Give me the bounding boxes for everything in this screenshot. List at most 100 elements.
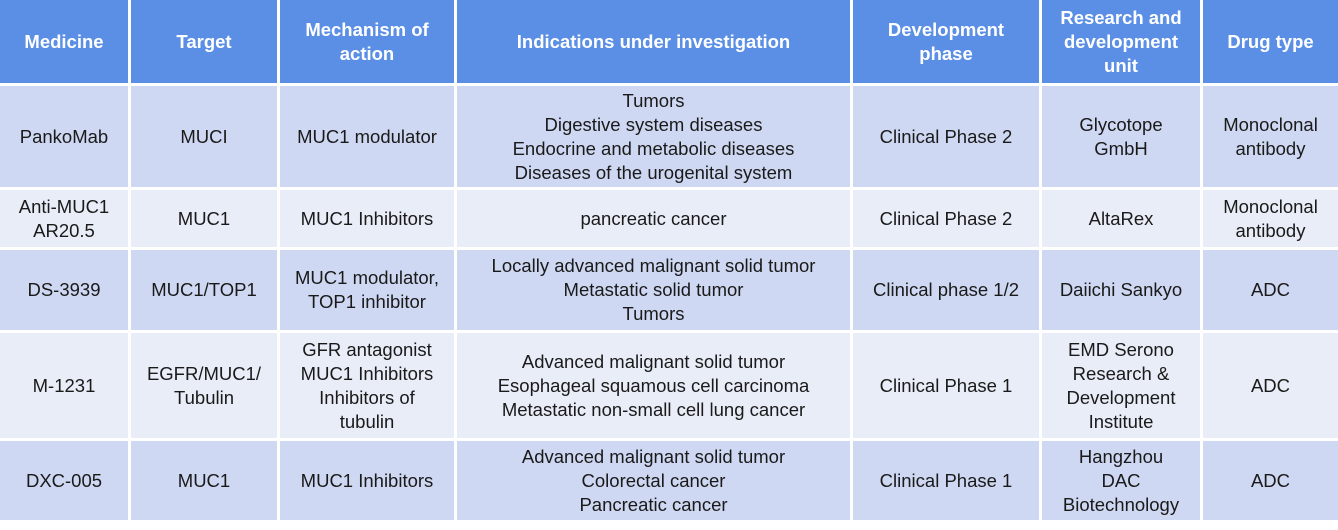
indications-text: pancreatic cancer — [580, 207, 727, 229]
indications-text: Endocrine and metabolic diseases — [512, 137, 795, 159]
target-text: EGFR/MUC1/ — [146, 362, 262, 384]
phase-cell: Clinical phase 1/2 — [853, 250, 1042, 333]
mechanism-text: tubulin — [339, 410, 395, 432]
indications-text: Metastatic non-small cell lung cancer — [501, 398, 806, 420]
table-row: DXC-005 MUC1 MUC1 Inhibitors Advanced malig… — [0, 441, 1338, 523]
unit-text: Research & — [1072, 362, 1170, 384]
unit-cell: Daiichi Sankyo — [1042, 250, 1203, 333]
mechanism-text: MUC1 modulator — [297, 125, 437, 147]
indications-text: Advanced malignant solid tumor — [521, 350, 786, 372]
mechanism-cell: MUC1 Inhibitors — [280, 441, 457, 523]
unit-text: Daiichi Sankyo — [1059, 279, 1183, 300]
target-text: MUC1/TOP1 — [151, 279, 257, 300]
type-text: ADC — [1250, 469, 1291, 491]
indications-text: Diseases of the urogenital system — [514, 161, 793, 183]
target-cell: MUC1 — [131, 190, 280, 250]
target-text: MUC1 — [177, 207, 231, 229]
unit-text: Hangzhou — [1078, 445, 1164, 467]
type-text: ADC — [1250, 374, 1291, 396]
phase-cell: Clinical Phase 2 — [853, 190, 1042, 250]
type-text: antibody — [1235, 137, 1306, 159]
mechanism-cell: MUC1 modulator,TOP1 inhibitor — [280, 250, 457, 333]
medicine-text: DXC-005 — [25, 469, 103, 491]
unit-text: Biotechnology — [1062, 493, 1180, 515]
indications-text: Digestive system diseases — [544, 113, 763, 135]
phase-text: Clinical Phase 2 — [879, 207, 1013, 229]
phase-text: Clinical Phase 2 — [879, 125, 1013, 147]
indications-text: Tumors — [622, 89, 685, 111]
mechanism-text: Inhibitors of — [319, 386, 415, 408]
indications-text: Pancreatic cancer — [579, 493, 728, 515]
type-text: Monoclonal — [1223, 195, 1318, 217]
indications-text: Advanced malignant solid tumor — [521, 445, 786, 467]
medicine-cell: PankoMab — [0, 86, 131, 190]
column-header-indications: Indications under investigation — [457, 0, 853, 86]
target-cell: MUCI — [131, 86, 280, 190]
header-text: unit — [1104, 54, 1138, 76]
unit-cell: AltaRex — [1042, 190, 1203, 250]
phase-cell: Clinical Phase 1 — [853, 333, 1042, 441]
target-cell: MUC1 — [131, 441, 280, 523]
target-text: MUC1 — [177, 469, 231, 491]
phase-cell: Clinical Phase 2 — [853, 86, 1042, 190]
phase-text: Clinical Phase 1 — [879, 469, 1013, 491]
mechanism-text: TOP1 inhibitor — [308, 291, 426, 312]
type-text: Monoclonal — [1223, 113, 1318, 135]
unit-text: Development — [1066, 386, 1176, 408]
header-text: Indications under investigation — [516, 30, 791, 52]
indications-text: Esophageal squamous cell carcinoma — [497, 374, 810, 396]
unit-text: Institute — [1088, 410, 1154, 432]
header-text: phase — [919, 42, 973, 64]
mechanism-text: MUC1 Inhibitors — [300, 469, 434, 491]
phase-text: Clinical phase 1/2 — [872, 279, 1020, 300]
mechanism-cell: MUC1 Inhibitors — [280, 190, 457, 250]
mechanism-text: GFR antagonist — [302, 338, 432, 360]
unit-text: EMD Serono — [1068, 338, 1174, 360]
header-text: Medicine — [24, 30, 104, 52]
unit-text: DAC — [1101, 469, 1141, 491]
column-header-medicine: Medicine — [0, 0, 131, 86]
target-text: MUCI — [180, 125, 228, 147]
indications-text: Colorectal cancer — [581, 469, 726, 491]
mechanism-text: MUC1 Inhibitors — [300, 362, 434, 384]
medicine-cell: M-1231 — [0, 333, 131, 441]
header-text: Development — [887, 18, 1005, 40]
type-cell: ADC — [1203, 441, 1338, 523]
header-text: development — [1063, 30, 1179, 52]
medicine-cell: DS-3939 — [0, 250, 131, 333]
column-header-type: Drug type — [1203, 0, 1338, 86]
unit-text: Glycotope — [1079, 113, 1163, 135]
medicine-text: M-1231 — [32, 374, 96, 396]
type-cell: ADC — [1203, 333, 1338, 441]
type-cell: ADC — [1203, 250, 1338, 333]
phase-text: Clinical Phase 1 — [879, 374, 1013, 396]
indications-text: Locally advanced malignant solid tumor — [491, 255, 816, 276]
target-text: Tubulin — [174, 386, 234, 408]
unit-text: AltaRex — [1088, 207, 1154, 229]
header-text: Mechanism of — [305, 18, 429, 40]
header-text: Research and — [1060, 6, 1182, 28]
mechanism-cell: MUC1 modulator — [280, 86, 457, 190]
header-text: action — [339, 42, 395, 64]
medicine-text: Anti-MUC1 — [18, 195, 110, 217]
phase-cell: Clinical Phase 1 — [853, 441, 1042, 523]
target-cell: EGFR/MUC1/Tubulin — [131, 333, 280, 441]
